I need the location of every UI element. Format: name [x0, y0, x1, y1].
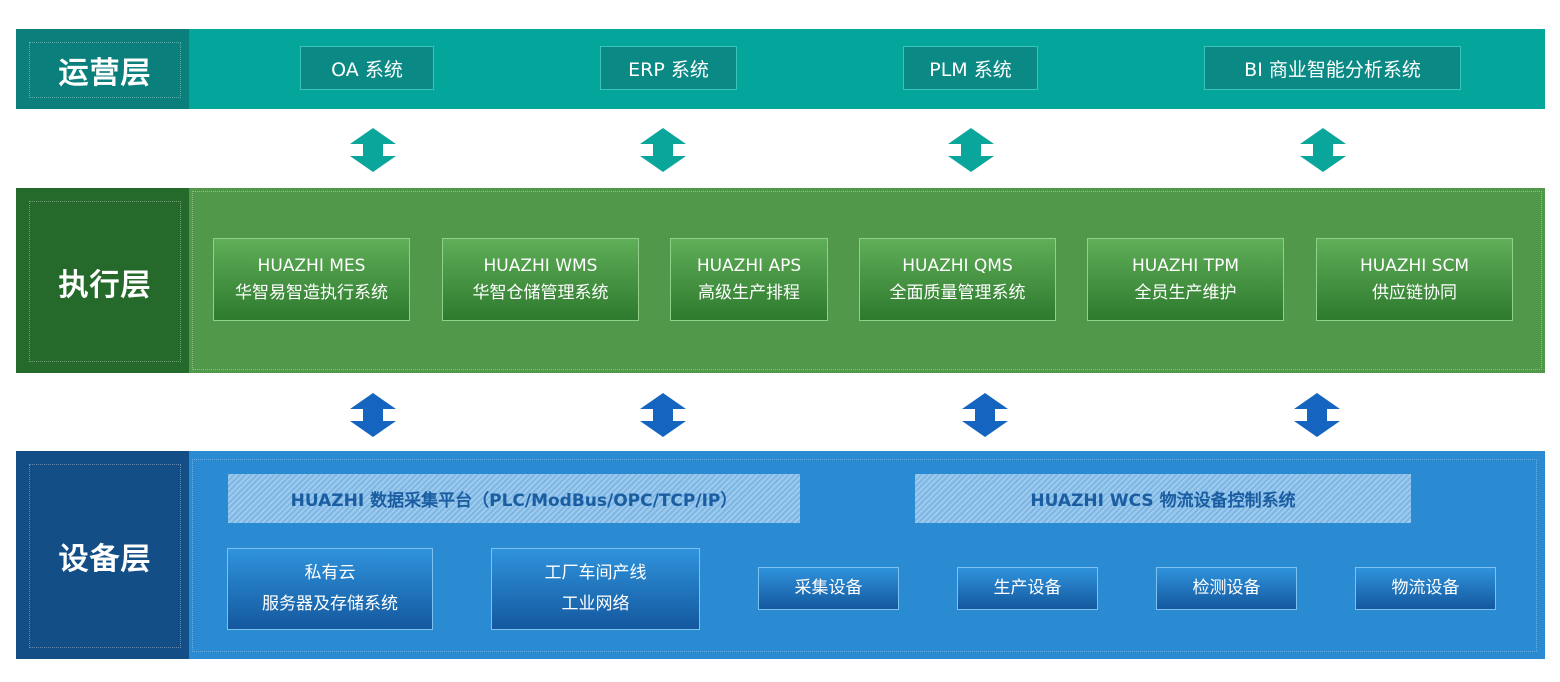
operations-layer-body: OA 系统 ERP 系统 PLM 系统 BI 商业智能分析系统	[189, 29, 1545, 109]
equipment-dotted-border	[192, 459, 1537, 652]
aps-desc: 高级生产排程	[698, 282, 800, 303]
aps-system-box: HUAZHI APS 高级生产排程	[670, 238, 828, 321]
mes-name: HUAZHI MES	[257, 255, 366, 276]
data-collection-platform: HUAZHI 数据采集平台（PLC/ModBus/OPC/TCP/IP）	[228, 474, 800, 523]
operations-layer: 运营层 OA 系统 ERP 系统 PLM 系统 BI 商业智能分析系统	[16, 29, 1545, 109]
equipment-layer-body: HUAZHI 数据采集平台（PLC/ModBus/OPC/TCP/IP） HUA…	[189, 451, 1545, 659]
aps-name: HUAZHI APS	[696, 255, 802, 276]
factory-network-box: 工厂车间产线 工业网络	[491, 548, 700, 630]
equipment-layer-label: 设备层	[16, 451, 189, 659]
qms-system-box: HUAZHI QMS 全面质量管理系统	[859, 238, 1056, 321]
logistics-device-box: 物流设备	[1355, 567, 1496, 610]
operations-layer-label: 运营层	[16, 29, 189, 109]
double-arrow-vertical-icon	[962, 393, 1008, 437]
double-arrow-vertical-icon	[1300, 128, 1346, 172]
wms-name: HUAZHI WMS	[483, 255, 598, 276]
wms-desc: 华智仓储管理系统	[472, 282, 609, 303]
collection-device-box: 采集设备	[758, 567, 899, 610]
wcs-platform: HUAZHI WCS 物流设备控制系统	[915, 474, 1411, 523]
double-arrow-vertical-icon	[350, 393, 396, 437]
factory-network-line1: 工厂车间产线	[544, 563, 647, 583]
double-arrow-vertical-icon	[640, 128, 686, 172]
private-cloud-box: 私有云 服务器及存储系统	[227, 548, 433, 630]
scm-system-box: HUAZHI SCM 供应链协同	[1316, 238, 1513, 321]
wms-system-box: HUAZHI WMS 华智仓储管理系统	[442, 238, 639, 321]
execution-layer: 执行层 HUAZHI MES 华智易智造执行系统 HUAZHI WMS 华智仓储…	[16, 188, 1545, 373]
execution-dotted-border	[192, 191, 1542, 370]
inspection-device-box: 检测设备	[1156, 567, 1297, 610]
double-arrow-vertical-icon	[948, 128, 994, 172]
qms-desc: 全面质量管理系统	[889, 282, 1026, 303]
private-cloud-line1: 私有云	[304, 563, 356, 583]
oa-system-box: OA 系统	[300, 46, 434, 90]
qms-name: HUAZHI QMS	[902, 255, 1013, 276]
plm-system-box: PLM 系统	[903, 46, 1038, 90]
private-cloud-line2: 服务器及存储系统	[262, 594, 398, 614]
factory-network-line2: 工业网络	[561, 594, 630, 614]
erp-system-box: ERP 系统	[600, 46, 737, 90]
double-arrow-vertical-icon	[350, 128, 396, 172]
bi-system-box: BI 商业智能分析系统	[1204, 46, 1461, 90]
double-arrow-vertical-icon	[1294, 393, 1340, 437]
production-device-box: 生产设备	[957, 567, 1098, 610]
scm-desc: 供应链协同	[1372, 282, 1457, 303]
equipment-layer: 设备层 HUAZHI 数据采集平台（PLC/ModBus/OPC/TCP/IP）…	[16, 451, 1545, 659]
mes-system-box: HUAZHI MES 华智易智造执行系统	[213, 238, 410, 321]
execution-layer-body: HUAZHI MES 华智易智造执行系统 HUAZHI WMS 华智仓储管理系统…	[189, 188, 1545, 373]
scm-name: HUAZHI SCM	[1359, 255, 1470, 276]
tpm-desc: 全员生产维护	[1134, 282, 1237, 303]
execution-layer-label: 执行层	[16, 188, 189, 373]
mes-desc: 华智易智造执行系统	[235, 282, 388, 303]
tpm-system-box: HUAZHI TPM 全员生产维护	[1087, 238, 1284, 321]
tpm-name: HUAZHI TPM	[1131, 255, 1239, 276]
double-arrow-vertical-icon	[640, 393, 686, 437]
